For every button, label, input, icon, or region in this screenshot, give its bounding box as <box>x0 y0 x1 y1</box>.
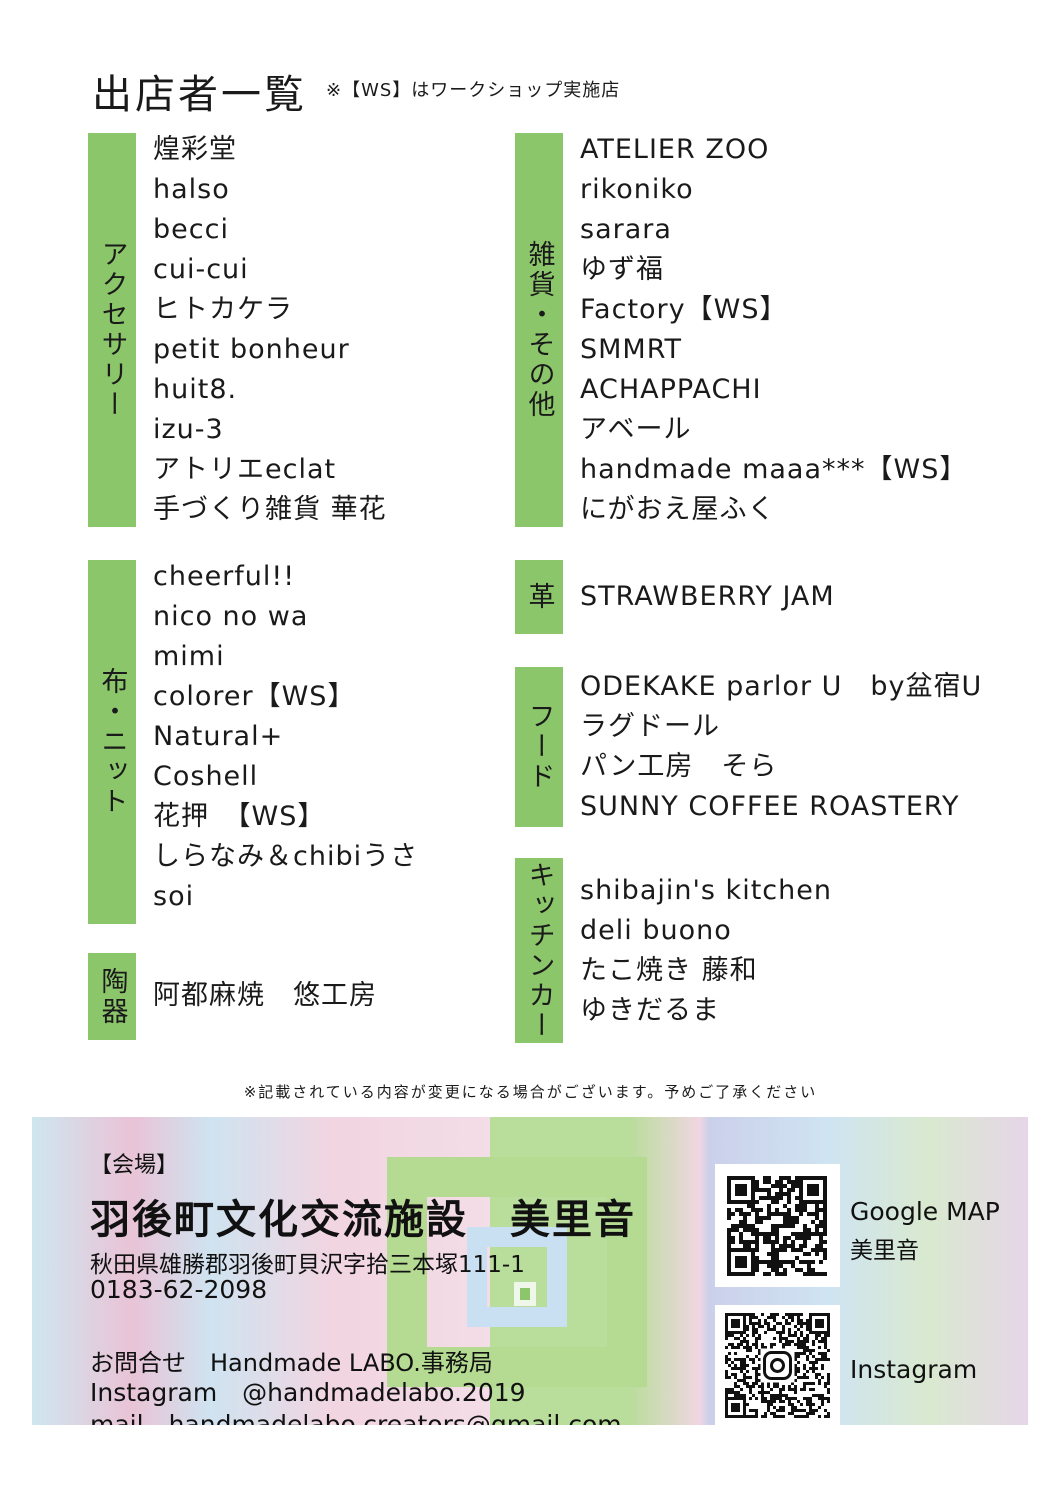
vendor-list: ATELIER ZOO rikoniko sarara ゆず福 Factory【WS】 S… <box>580 130 967 530</box>
vendor-item: 手づくり雑貨 華花 <box>153 494 387 525</box>
vendor-list: 阿都麻焼 悠工房 <box>153 976 377 1016</box>
vendor-item: ヒトカケラ <box>153 294 293 325</box>
category-bar: キッチンカー <box>515 858 563 1043</box>
vendor-item: アトリエeclat <box>153 454 337 485</box>
venue-name: 羽後町文化交流施設 美里音 <box>90 1197 636 1243</box>
category-label: フード <box>523 702 555 792</box>
category-label: アクセサリー <box>96 240 128 420</box>
venue-tag: 【会場】 <box>90 1153 179 1178</box>
category-bar: アクセサリー <box>88 133 136 527</box>
category-label: 革 <box>523 582 555 612</box>
vendor-item: たこ焼き 藤和 <box>580 955 758 986</box>
vendor-item: SUNNY COFFEE ROASTERY <box>580 791 960 822</box>
vendor-item: Coshell <box>153 761 259 792</box>
disclaimer: ※記載されている内容が変更になる場合がございます。予めご了承ください <box>243 1083 818 1101</box>
vendor-item: ATELIER ZOO <box>580 134 770 165</box>
vendor-item: ゆきだるま <box>580 995 720 1026</box>
vendor-list: STRAWBERRY JAM <box>580 577 835 617</box>
decorative-square <box>387 1157 647 1387</box>
category-label: 陶器 <box>96 966 128 1027</box>
mail-address[interactable]: mail handmadelabo.creators@gmail.com <box>90 1410 622 1425</box>
venue-banner: 【会場】 羽後町文化交流施設 美里音 秋田県雄勝郡羽後町貝沢字拾三本塚111-1… <box>32 1117 1028 1425</box>
vendor-list: cheerful!! nico no wa mimi colorer【WS】 Natur… <box>153 557 418 917</box>
category-bar: 陶器 <box>88 953 136 1040</box>
vendor-item: 煌彩堂 <box>153 134 237 165</box>
vendor-list: shibajin's kitchen deli buono たこ焼き 藤和ゆきだるま <box>580 871 832 1031</box>
vendor-item: 阿都麻焼 悠工房 <box>153 980 377 1011</box>
vendor-item: Natural+ <box>153 721 284 752</box>
instagram-qr-code[interactable] <box>715 1305 840 1425</box>
vendor-item: rikoniko <box>580 174 694 205</box>
vendor-item: soi <box>153 881 195 912</box>
vendor-item: halso <box>153 174 230 205</box>
vendor-item: becci <box>153 214 229 245</box>
contact: お問合せ Handmade LABO.事務局 <box>90 1349 493 1377</box>
category-bar: フード <box>515 667 563 827</box>
category-label: 布・ニット <box>96 667 128 817</box>
decorative-square <box>467 1227 567 1327</box>
vendor-list: ODEKAKE parlor U by盆宿U ラグドールパン工房 そら SUNNY … <box>580 667 982 827</box>
vendor-item: にがおえ屋ふく <box>580 494 776 525</box>
vendor-list: 煌彩堂 halso becci cui-cui ヒトカケラ petit bonheur hu… <box>153 130 387 530</box>
venue-address: 秋田県雄勝郡羽後町貝沢字拾三本塚111-1 <box>90 1252 525 1278</box>
workshop-note: ※【WS】はワークショップ実施店 <box>326 80 621 101</box>
google-map-place: 美里音 <box>850 1238 919 1264</box>
venue-phone: 0183-62-2098 <box>90 1275 268 1304</box>
vendor-item: mimi <box>153 641 225 672</box>
vendor-item: huit8. <box>153 374 238 405</box>
vendor-item: ACHAPPACHI <box>580 374 762 405</box>
vendor-item: 花押 【WS】 <box>153 801 326 832</box>
vendor-item: izu-3 <box>153 414 224 445</box>
vendor-item: petit bonheur <box>153 334 350 365</box>
vendor-item: SMMRT <box>580 334 683 365</box>
vendor-item: cheerful!! <box>153 561 296 592</box>
category-label: 雑貨・その他 <box>523 240 555 420</box>
vendor-item: sarara <box>580 214 672 245</box>
vendor-item: cui-cui <box>153 254 249 285</box>
google-map-qr-code[interactable] <box>715 1164 840 1287</box>
vendor-item: handmade maaa***【WS】 <box>580 454 968 485</box>
category-bar: 布・ニット <box>88 560 136 924</box>
vendor-item: ODEKAKE parlor U by盆宿U <box>580 671 983 702</box>
page-title: 出店者一覧 <box>92 72 307 118</box>
vendor-item: しらなみ＆chibiうさ <box>153 841 419 872</box>
vendor-item: Factory【WS】 <box>580 294 788 325</box>
category-label: キッチンカー <box>523 860 555 1041</box>
vendor-item: STRAWBERRY JAM <box>580 581 835 612</box>
category-bar: 革 <box>515 560 563 634</box>
category-bar: 雑貨・その他 <box>515 133 563 527</box>
vendor-item: アベール <box>580 414 692 445</box>
vendor-item: ラグドール <box>580 711 720 742</box>
vendor-item: ゆず福 <box>580 254 664 285</box>
decorative-square <box>514 1282 536 1306</box>
instagram-label: Instagram <box>850 1355 978 1384</box>
vendor-item: nico no wa <box>153 601 309 632</box>
vendor-item: colorer【WS】 <box>153 681 356 712</box>
vendor-item: パン工房 そら <box>580 751 778 782</box>
instagram-handle[interactable]: Instagram @handmadelabo.2019 <box>90 1378 526 1407</box>
vendor-item: deli buono <box>580 915 732 946</box>
vendor-item: shibajin's kitchen <box>580 875 832 906</box>
google-map-label: Google MAP <box>850 1197 1000 1226</box>
